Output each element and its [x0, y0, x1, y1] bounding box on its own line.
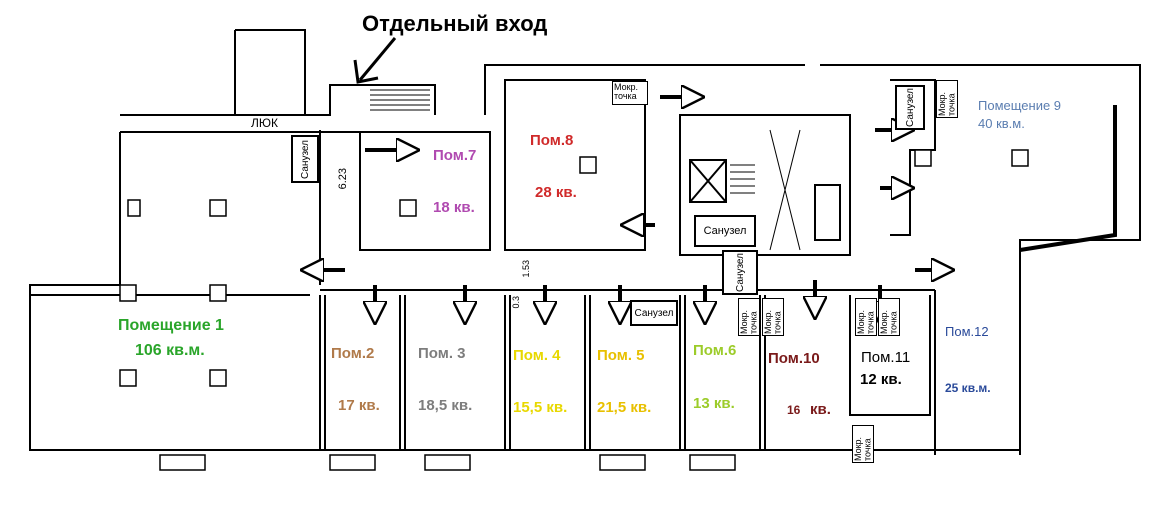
wet-point-text: Мокр. точка [856, 309, 876, 334]
room-12-name: Пом.12 [945, 324, 989, 339]
room-6-area: 13 кв. [693, 395, 735, 412]
wet-point-line2: точка [614, 91, 637, 102]
room-5-name: Пом. 5 [597, 347, 645, 364]
room-9-area: 40 кв.м. [978, 116, 1025, 131]
wet-point-line1: Мокр. [614, 82, 639, 92]
wet-point-4: Мокр. точка [762, 298, 784, 336]
dim-153-label: 1.53 [521, 260, 531, 278]
separate-entrance-label: Отдельный вход [362, 11, 548, 36]
bathroom-label: Санузел [299, 139, 311, 179]
room-7-area: 18 кв. [433, 199, 475, 216]
wet-point-3: Мокр. точка [738, 298, 760, 336]
wet-point-1: Мокр.точка [612, 81, 648, 105]
dim-03-label: 0.3 [511, 296, 521, 309]
room-6-name: Пом.6 [693, 342, 737, 359]
room-3-name: Пом. 3 [418, 345, 466, 362]
room-10-area-unit: кв. [810, 401, 831, 418]
dim-623-label: 6.23 [337, 168, 349, 190]
bathroom-label: Санузел [734, 253, 746, 292]
room-1-name: Помещение 1 [118, 317, 224, 334]
staircase [679, 114, 851, 256]
wet-point-text: Мокр. точка [879, 309, 899, 334]
bathroom-box-2: Санузел [694, 215, 756, 247]
room-11-area: 12 кв. [860, 371, 902, 388]
bathroom-box-4: Санузел [630, 300, 678, 326]
wet-point-5: Мокр. точка [855, 298, 877, 336]
bathroom-label: Санузел [904, 88, 916, 127]
bathroom-label: Санузел [634, 307, 674, 319]
room-12-area: 25 кв.м. [945, 381, 991, 395]
room-10-area-number: 16 [787, 403, 801, 417]
bathroom-box-1: Санузел [291, 135, 319, 183]
room-9-name: Помещение 9 [978, 98, 1062, 113]
bathroom-label: Санузел [703, 225, 747, 237]
room-5-area: 21,5 кв. [597, 399, 652, 416]
room-4-area: 15,5 кв. [513, 399, 568, 416]
wet-point-2: Мокр. точка [936, 80, 958, 118]
room-7-name: Пом.7 [433, 147, 477, 164]
room-2-name: Пом.2 [331, 345, 375, 362]
room-4-name: Пом. 4 [513, 347, 561, 364]
room-10-name: Пом.10 [768, 350, 820, 367]
wet-point-text: Мокр. точка [853, 436, 873, 461]
wet-point-7: Мокр. точка [852, 425, 874, 463]
wet-point-text: Мокр. точка [937, 91, 957, 116]
outer-wall-top [120, 84, 436, 116]
entrance-block [235, 29, 306, 115]
wet-point-text: Мокр. точка [739, 309, 759, 334]
hatch-label: ЛЮК [251, 116, 278, 130]
bathroom-box-3: Санузел [722, 250, 758, 295]
room-3-area: 18,5 кв. [418, 397, 473, 414]
room-8-area: 28 кв. [535, 184, 577, 201]
bathroom-box-5: Санузел [895, 85, 925, 130]
room-1-area: 106 кв.м. [135, 342, 205, 359]
room-11-name: Пом.11 [861, 349, 911, 366]
room-8-name: Пом.8 [530, 132, 574, 149]
wet-point-6: Мокр. точка [878, 298, 900, 336]
room-2-area: 17 кв. [338, 397, 380, 414]
wet-point-text: Мокр. точка [763, 309, 783, 334]
